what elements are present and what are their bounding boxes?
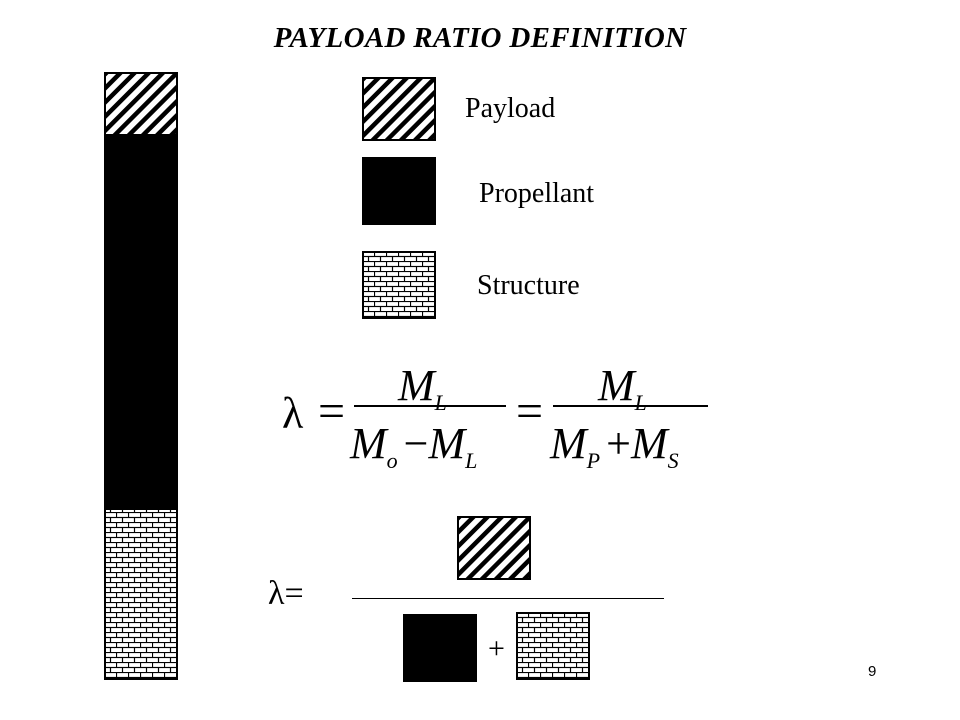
- fraction2-denominator: MP+MS: [550, 418, 679, 474]
- legend-propellant-label: Propellant: [479, 178, 595, 209]
- symbol-M: M: [550, 419, 587, 468]
- fraction1-numerator: ML: [398, 360, 447, 416]
- symbol-M: M: [428, 419, 466, 468]
- pictorial-propellant-block: [403, 614, 477, 682]
- plus-sign: +: [606, 419, 631, 468]
- page-number: 9: [868, 663, 877, 680]
- legend-structure-label: Structure: [477, 270, 580, 301]
- subscript-o: o: [386, 447, 398, 473]
- fraction1-bar: [354, 405, 506, 407]
- subscript-L: L: [634, 389, 647, 415]
- pictorial-plus: +: [488, 632, 505, 665]
- pictorial-payload-block: [457, 516, 531, 580]
- fraction2-numerator: ML: [598, 360, 647, 416]
- fraction1-denominator: Mo−ML: [350, 418, 477, 474]
- pictorial-lambda-equals: λ=: [268, 575, 304, 612]
- symbol-M: M: [350, 419, 387, 468]
- equation-lambda: λ: [282, 389, 304, 438]
- symbol-M: M: [598, 361, 635, 410]
- pictorial-structure-block: [516, 612, 590, 680]
- subscript-L: L: [465, 447, 478, 473]
- legend-payload-swatch: [362, 77, 436, 141]
- rocket-stack: [104, 72, 178, 680]
- rocket-stack-graphic: [104, 72, 178, 680]
- legend-payload-label: Payload: [465, 93, 556, 124]
- symbol-M: M: [398, 361, 435, 410]
- subscript-S: S: [667, 447, 679, 473]
- fraction2-bar: [553, 405, 708, 407]
- pictorial-fraction-bar: [352, 598, 664, 599]
- legend-structure-swatch: [362, 251, 436, 319]
- stack-structure-section: [104, 508, 178, 680]
- subscript-P: P: [586, 447, 601, 473]
- equation-equals-1: =: [318, 385, 346, 438]
- stack-propellant-section: [104, 134, 178, 510]
- page-title: PAYLOAD RATIO DEFINITION: [273, 22, 687, 54]
- legend-propellant-swatch: [362, 157, 436, 225]
- symbol-M: M: [630, 419, 668, 468]
- subscript-L: L: [434, 389, 447, 415]
- stack-payload-section: [104, 72, 178, 136]
- minus-sign: −: [403, 419, 429, 468]
- equation-equals-2: =: [516, 385, 544, 438]
